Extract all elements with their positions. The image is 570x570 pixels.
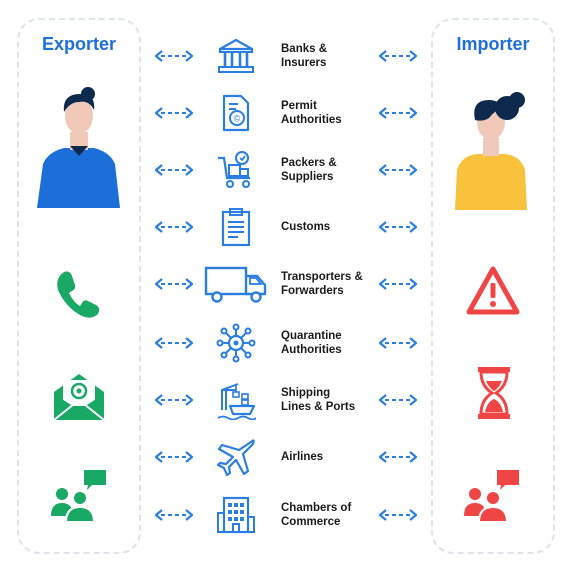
- warning-triangle-icon: [466, 266, 520, 316]
- cart-boxes-icon: [216, 150, 256, 190]
- double-arrow-icon: [378, 507, 418, 523]
- email-envelope-icon: [52, 372, 106, 422]
- importer-title: Importer: [456, 34, 530, 54]
- stakeholder-row: Banks & Insurers: [0, 31, 570, 81]
- bank-icon: [216, 36, 256, 76]
- building-icon: [216, 495, 256, 535]
- stakeholder-label: Customs: [281, 221, 331, 233]
- chat-users-icon: [50, 468, 108, 524]
- exporter-title: Exporter: [41, 34, 117, 54]
- virus-network-icon: [216, 323, 256, 363]
- truck-icon: [204, 264, 268, 304]
- double-arrow-icon: [378, 48, 418, 64]
- chat-users-icon: [463, 468, 521, 524]
- double-arrow-icon: [378, 392, 418, 408]
- stakeholder-label: Banks & Insurers: [281, 43, 328, 69]
- double-arrow-icon: [154, 219, 194, 235]
- person-exporter-icon: [34, 86, 124, 208]
- stakeholder-row: Packers & Suppliers: [0, 145, 570, 195]
- phone-icon: [52, 268, 104, 320]
- stakeholder-label: Permit Authorities: [281, 100, 342, 126]
- double-arrow-icon: [154, 48, 194, 64]
- stakeholder-label: Shipping Lines & Ports: [281, 387, 356, 413]
- double-arrow-icon: [378, 105, 418, 121]
- double-arrow-icon: [154, 276, 194, 292]
- stakeholder-row: © Permit Authorities: [0, 88, 570, 138]
- stakeholder-label: Packers & Suppliers: [281, 157, 337, 183]
- double-arrow-icon: [154, 335, 194, 351]
- stakeholder-row: Airlines: [0, 432, 570, 482]
- stakeholder-row: Quarantine Authorities: [0, 318, 570, 368]
- clipboard-icon: [216, 207, 256, 247]
- stakeholder-label: Transporters & Forwarders: [281, 271, 363, 297]
- stakeholder-label: Airlines: [281, 451, 324, 463]
- person-importer-icon: [451, 90, 531, 210]
- stakeholder-row: Customs: [0, 202, 570, 252]
- stakeholder-label: Quarantine Authorities: [281, 330, 342, 356]
- hourglass-icon: [477, 366, 511, 420]
- double-arrow-icon: [378, 219, 418, 235]
- double-arrow-icon: [378, 162, 418, 178]
- stakeholder-row: Transporters & Forwarders: [0, 259, 570, 309]
- double-arrow-icon: [378, 276, 418, 292]
- double-arrow-icon: [154, 105, 194, 121]
- double-arrow-icon: [154, 507, 194, 523]
- document-seal-icon: ©: [216, 93, 256, 133]
- double-arrow-icon: [154, 392, 194, 408]
- double-arrow-icon: [378, 449, 418, 465]
- svg-text:©: ©: [234, 114, 241, 124]
- double-arrow-icon: [154, 162, 194, 178]
- stakeholder-row: Shipping Lines & Ports: [0, 375, 570, 425]
- double-arrow-icon: [378, 335, 418, 351]
- stakeholder-row: Chambers of Commerce: [0, 490, 570, 540]
- port-crane-ship-icon: [216, 380, 257, 421]
- importer-panel: Importer: [431, 18, 555, 554]
- double-arrow-icon: [154, 449, 194, 465]
- exporter-panel: Exporter: [17, 18, 141, 554]
- stakeholder-label: Chambers of Commerce: [281, 502, 352, 528]
- airplane-icon: [216, 437, 256, 477]
